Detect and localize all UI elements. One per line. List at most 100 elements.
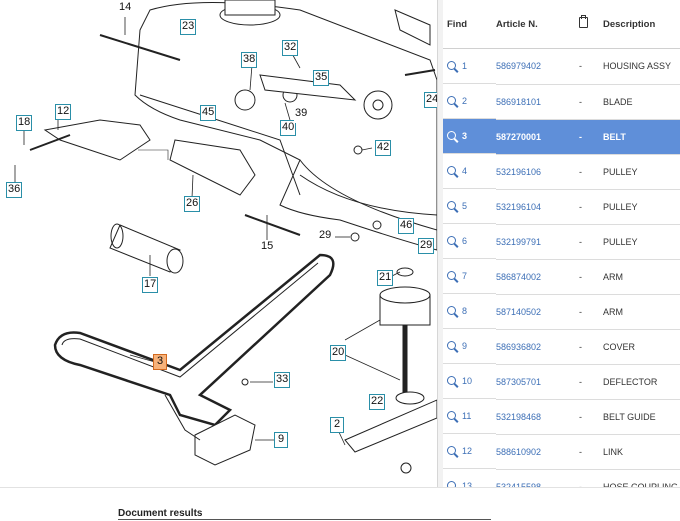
callout-14[interactable]: 14 [118,1,133,17]
callout-15[interactable]: 15 [260,240,275,256]
callout-36[interactable]: 36 [6,182,23,198]
magnifier-icon[interactable] [447,235,459,248]
magnifier-icon[interactable] [447,305,459,318]
magnifier-icon[interactable] [447,95,459,108]
quantity-cell: - [579,364,603,400]
column-header-description[interactable]: Description [603,0,680,49]
callout-35[interactable]: 35 [313,70,330,86]
find-cell[interactable]: 2 [443,84,496,119]
description-cell: COVER [603,329,680,365]
callout-46[interactable]: 46 [398,218,415,234]
description-cell: BELT GUIDE [603,399,680,435]
callout-22[interactable]: 22 [369,394,386,410]
find-cell[interactable]: 7 [443,259,496,294]
parts-diagram: 14 23 38 32 35 12 18 45 40 39 24 36 42 2… [6,0,437,474]
table-header-row: Find Article N. Description [443,0,680,49]
panel-splitter[interactable] [437,0,444,487]
column-header-article[interactable]: Article N. [496,0,579,49]
quantity-cell: - [579,119,603,155]
find-cell[interactable]: 13 [443,469,496,487]
find-number: 11 [462,411,472,421]
callout-17[interactable]: 17 [142,277,159,293]
callout-12[interactable]: 12 [55,104,72,120]
find-cell[interactable]: 3 [443,119,496,154]
find-cell[interactable]: 4 [443,154,496,189]
callout-18[interactable]: 18 [16,115,33,131]
magnifier-icon[interactable] [447,445,459,458]
quantity-cell: - [579,434,603,470]
magnifier-icon[interactable] [447,410,459,423]
callout-39[interactable]: 39 [294,107,309,123]
article-number[interactable]: 532196106 [496,154,579,190]
magnifier-icon[interactable] [447,130,459,143]
article-number[interactable]: 532415598 [496,469,579,487]
callout-26[interactable]: 26 [184,196,201,212]
article-number[interactable]: 532196104 [496,189,579,225]
article-number[interactable]: 532198468 [496,399,579,435]
quantity-cell: - [579,48,603,85]
callout-2[interactable]: 2 [330,417,344,433]
magnifier-icon[interactable] [447,340,459,353]
callout-23[interactable]: 23 [180,19,197,35]
clipboard-icon [579,15,588,28]
find-number: 4 [462,166,468,176]
find-cell[interactable]: 9 [443,329,496,364]
callout-45[interactable]: 45 [200,105,217,121]
find-cell[interactable]: 12 [443,434,496,469]
callout-29-right[interactable]: 29 [418,238,435,254]
quantity-cell: - [579,294,603,330]
magnifier-icon[interactable] [447,270,459,283]
article-number[interactable]: 586874002 [496,259,579,295]
callout-24[interactable]: 24 [424,92,437,108]
description-cell: DEFLECTOR [603,364,680,400]
article-number[interactable]: 586979402 [496,48,579,85]
callout-42[interactable]: 42 [375,140,392,156]
article-number[interactable]: 586936802 [496,329,579,365]
column-header-find[interactable]: Find [443,0,496,49]
find-cell[interactable]: 8 [443,294,496,329]
document-results-section: Document results [0,487,680,521]
callout-33[interactable]: 33 [274,372,291,388]
find-cell[interactable]: 10 [443,364,496,399]
callout-9[interactable]: 9 [274,432,288,448]
magnifier-icon[interactable] [447,165,459,178]
article-number[interactable]: 587305701 [496,364,579,400]
magnifier-icon[interactable] [447,375,459,388]
article-number[interactable]: 587270001 [496,119,579,155]
article-number[interactable]: 587140502 [496,294,579,330]
find-cell[interactable]: 6 [443,224,496,259]
article-number[interactable]: 532199791 [496,224,579,260]
article-number[interactable]: 586918101 [496,84,579,120]
callout-20[interactable]: 20 [330,345,347,361]
find-cell[interactable]: 5 [443,189,496,224]
callout-29-left[interactable]: 29 [318,229,333,245]
magnifier-icon[interactable] [447,480,458,487]
find-cell[interactable]: 1 [443,49,496,84]
callout-32[interactable]: 32 [282,40,299,56]
description-cell: ARM [603,294,680,330]
callout-38[interactable]: 38 [241,52,258,68]
callout-3-selected[interactable]: 3 [153,354,167,370]
callout-40[interactable]: 40 [280,120,297,136]
callout-21[interactable]: 21 [377,270,394,286]
description-cell: HOUSING ASSY [603,48,680,85]
find-number: 5 [462,201,468,211]
magnifier-icon[interactable] [447,60,459,73]
article-number[interactable]: 588610902 [496,434,579,470]
magnifier-icon[interactable] [447,200,459,213]
find-cell[interactable]: 11 [443,399,496,434]
